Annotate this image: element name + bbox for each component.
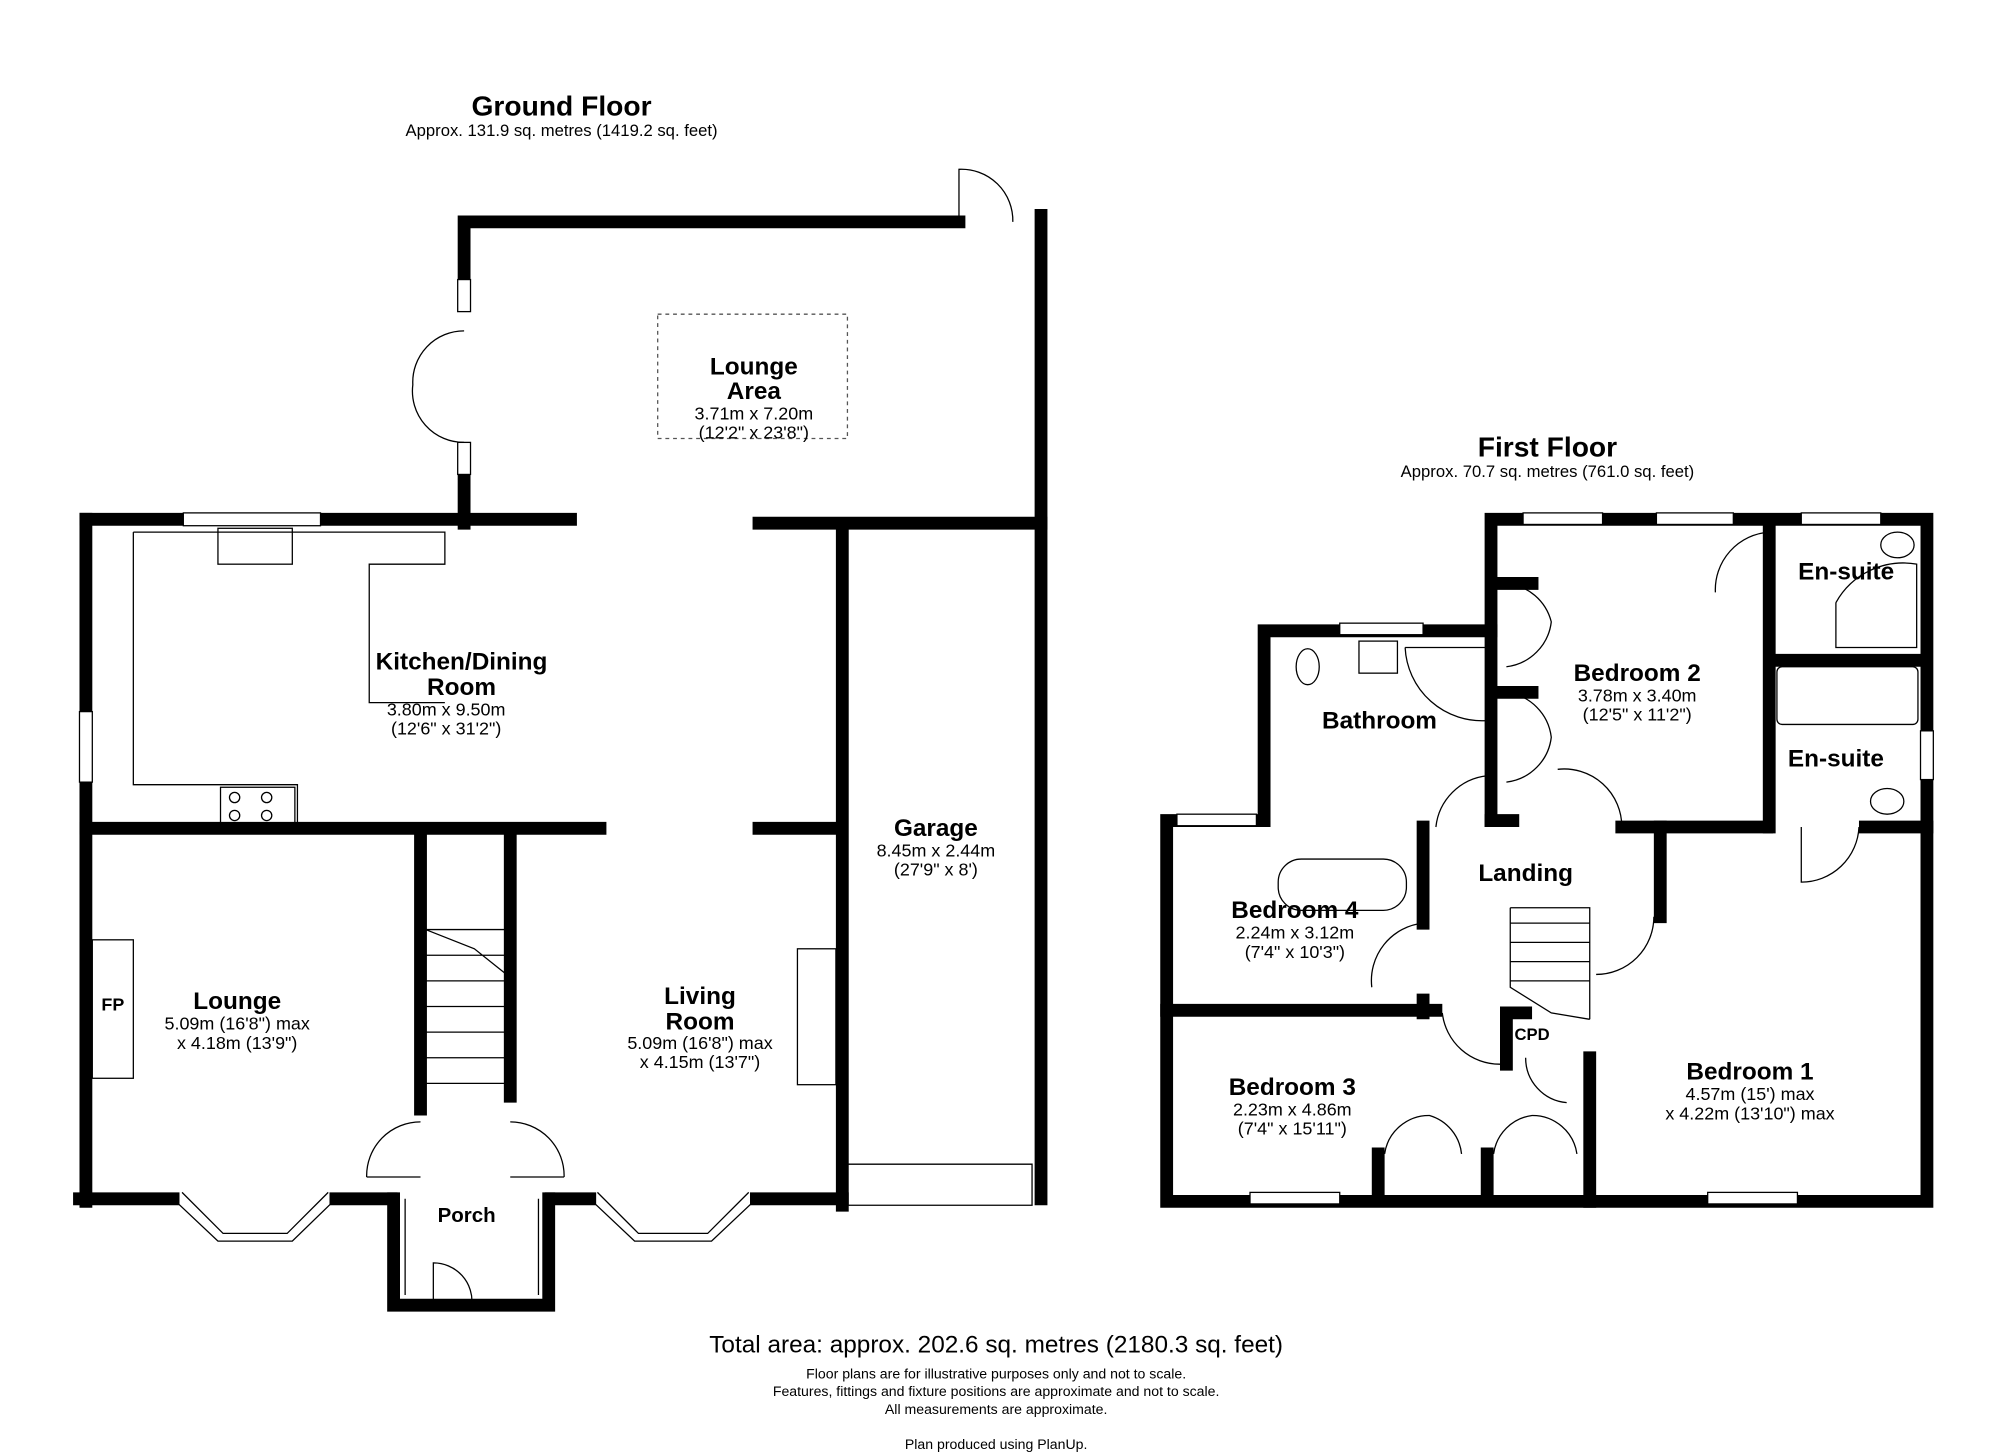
room-name: Landing xyxy=(1478,860,1573,887)
room-dimensions: x 4.22m (13'10") max xyxy=(1665,1103,1834,1123)
room-name: Room xyxy=(427,674,496,701)
room-name: Kitchen/Dining xyxy=(376,648,548,675)
room-dimensions: (7'4" x 15'11") xyxy=(1238,1119,1347,1139)
room-dimensions: (27'9" x 8') xyxy=(894,860,978,880)
room-dimensions: 5.09m (16'8") max xyxy=(164,1014,309,1034)
room-dimensions: (7'4" x 10'3") xyxy=(1245,942,1345,962)
room-dimensions: 3.80m x 9.50m xyxy=(387,699,506,719)
room-name: Room xyxy=(666,1009,735,1036)
first-floor-title: First Floor xyxy=(1478,430,1617,462)
ground-floor-walls xyxy=(73,168,1048,1312)
room-name: Bathroom xyxy=(1322,707,1437,734)
room-name: CPD xyxy=(1514,1025,1549,1044)
room-name: Bedroom 1 xyxy=(1686,1059,1813,1086)
ground-floor-area: Approx. 131.9 sq. metres (1419.2 sq. fee… xyxy=(406,121,718,140)
room-name: Living xyxy=(664,983,736,1010)
room-dimensions: 8.45m x 2.44m xyxy=(877,840,996,860)
first-floor-area: Approx. 70.7 sq. metres (761.0 sq. feet) xyxy=(1401,462,1694,481)
room-name: Porch xyxy=(438,1204,496,1227)
ground-floor-title: Ground Floor xyxy=(472,89,652,121)
room-dimensions: 3.71m x 7.20m xyxy=(695,403,814,423)
room-dimensions: 2.23m x 4.86m xyxy=(1233,1099,1352,1119)
room-name: Area xyxy=(727,378,782,405)
disclaimer-line: Features, fittings and fixture positions… xyxy=(773,1383,1220,1399)
room-dimensions: (12'2" x 23'8") xyxy=(699,423,809,443)
disclaimer-line: All measurements are approximate. xyxy=(885,1401,1107,1417)
room-dimensions: (12'5" x 11'2") xyxy=(1583,705,1692,725)
room-name: Bedroom 2 xyxy=(1574,660,1701,687)
room-dimensions: 4.57m (15') max xyxy=(1685,1084,1814,1104)
first-floor-walls xyxy=(1160,512,1934,1208)
room-name: Lounge xyxy=(193,988,281,1015)
credit: Plan produced using PlanUp. xyxy=(905,1436,1088,1452)
room-dimensions: 2.24m x 3.12m xyxy=(1236,923,1355,943)
fireplace-label: FP xyxy=(101,994,124,1014)
room-name: Bedroom 4 xyxy=(1231,897,1359,924)
room-name: Bedroom 3 xyxy=(1229,1074,1356,1101)
total-area: Total area: approx. 202.6 sq. metres (21… xyxy=(709,1332,1283,1359)
room-name: Lounge xyxy=(710,353,798,380)
room-name: En-suite xyxy=(1798,559,1894,586)
room-dimensions: 3.78m x 3.40m xyxy=(1578,685,1697,705)
room-dimensions: x 4.15m (13'7") xyxy=(640,1052,760,1072)
room-dimensions: x 4.18m (13'9") xyxy=(177,1033,297,1053)
room-dimensions: 5.09m (16'8") max xyxy=(627,1033,772,1053)
disclaimer-line: Floor plans are for illustrative purpose… xyxy=(806,1365,1186,1381)
room-name: En-suite xyxy=(1788,746,1884,773)
room-dimensions: (12'6" x 31'2") xyxy=(391,719,501,739)
room-name: Garage xyxy=(894,815,978,842)
